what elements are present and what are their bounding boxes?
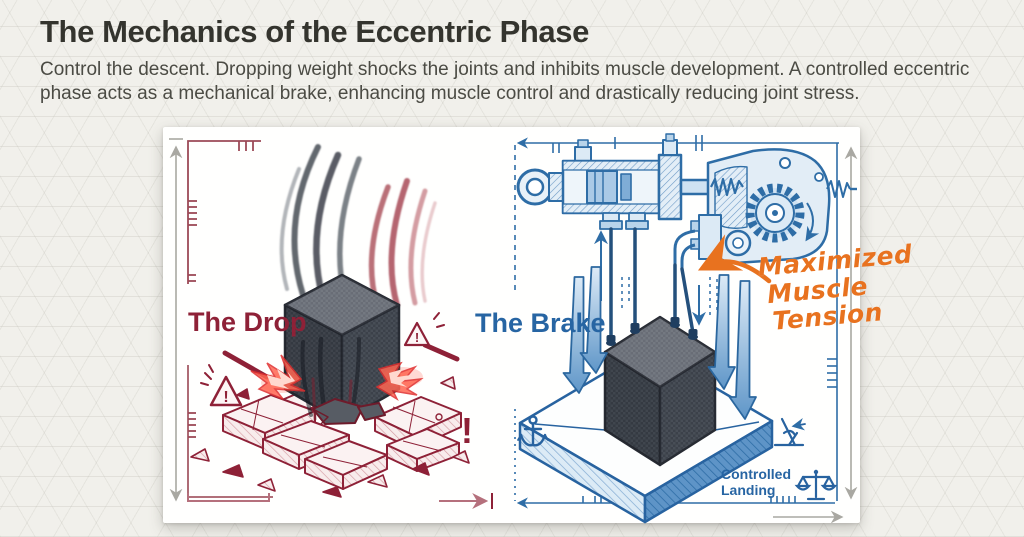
page-title: The Mechanics of the Eccentric Phase <box>40 14 589 49</box>
shattered-tiles-front <box>262 420 460 490</box>
brake-panel-label: The Brake <box>475 308 606 338</box>
svg-text:!: ! <box>223 389 228 406</box>
frame-gray-measures <box>773 146 858 524</box>
impact-rubble <box>312 398 386 425</box>
page-subtitle: Control the descent. Dropping weight sho… <box>40 59 970 105</box>
exclamation-icon: ! <box>461 410 473 451</box>
drop-height-measure <box>169 138 183 502</box>
drop-panel: ! ! ! The Drop <box>169 138 493 509</box>
infographic-card: ! ! ! The Drop <box>163 127 860 524</box>
angle-gauge-icon <box>773 417 806 447</box>
landing-label-line2: Landing <box>721 482 775 498</box>
debris-shards <box>190 376 470 498</box>
brake-panel: The Brake Controlled Landing <box>475 133 858 524</box>
annotation-arrow <box>697 234 772 284</box>
piston-rods <box>606 227 698 346</box>
force-arrows <box>562 266 757 420</box>
diagram-canvas: ! ! ! The Drop <box>169 133 858 524</box>
drop-bottom-measure <box>187 493 493 509</box>
svg-text:!: ! <box>415 330 419 345</box>
impact-flash-right <box>375 361 424 401</box>
impact-flash-left <box>250 354 306 400</box>
rod-guide-marks <box>621 277 718 319</box>
brake-cube <box>603 315 717 467</box>
balance-scales-icon <box>794 469 838 501</box>
warning-triangle-icon: ! <box>403 312 445 347</box>
hydraulic-cylinder <box>516 133 715 230</box>
header: The Mechanics of the Eccentric Phase Con… <box>40 14 1000 106</box>
muscle-tension-annotation: Maximized Muscle Tension <box>757 239 919 336</box>
landing-label-line1: Controlled <box>721 466 791 482</box>
warning-triangle-icon: ! <box>200 364 243 407</box>
anchor-icon <box>517 415 549 447</box>
drop-panel-label: The Drop <box>188 307 307 337</box>
motion-blur-lines <box>279 144 437 308</box>
